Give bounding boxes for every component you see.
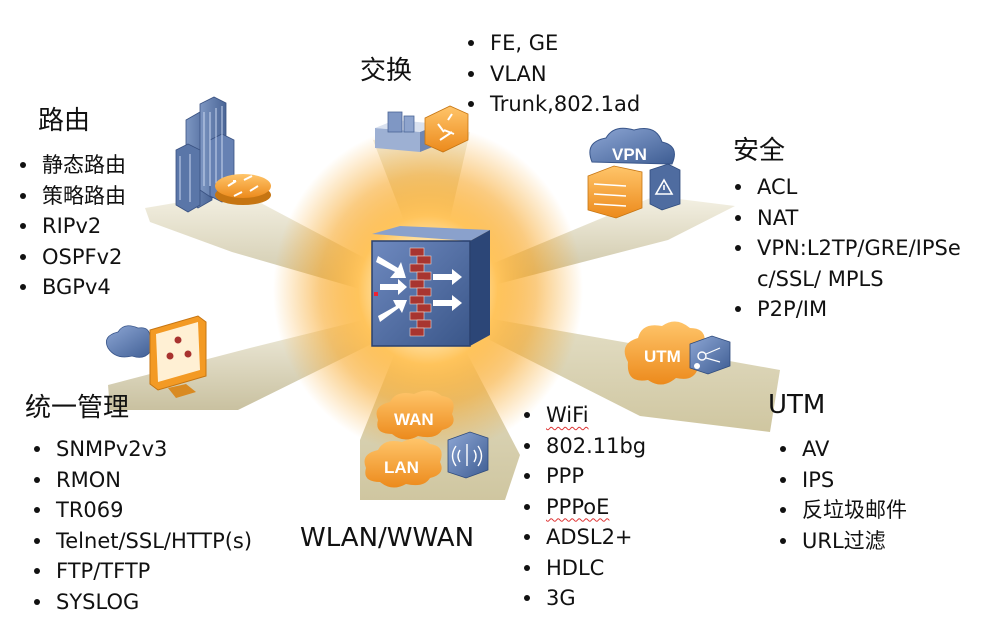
list-item: FTP/TFTP [32,556,252,587]
list-item: TR069 [32,495,252,526]
utm-icon [624,321,731,385]
list-item: VLAN [466,59,640,90]
list-item: VPN:L2TP/GRE/IPSe [733,233,961,264]
wlan-title: WLAN/WWAN [300,523,475,553]
security-list: ACL NAT VPN:L2TP/GRE/IPSe c/SSL/ MPLS P2… [733,172,961,325]
wlan-list: WiFi 802.11bg PPP PPPoE ADSL2+ HDLC 3G [522,400,646,614]
list-item-continuation: c/SSL/ MPLS [757,266,884,291]
list-item: PPPoE [522,492,646,523]
list-item: RIPv2 [18,211,126,242]
utm-title: UTM [768,390,826,420]
list-item: HDLC [522,553,646,584]
list-item: 静态路由 [18,150,126,181]
lan-cloud-label: LAN [384,458,419,477]
list-item: AV [778,434,907,465]
list-item: SNMPv2v3 [32,434,252,465]
utm-cloud-label: UTM [644,347,681,366]
list-item: SYSLOG [32,587,252,618]
list-item: Telnet/SSL/HTTP(s) [32,526,252,557]
management-title: 统一管理 [25,393,130,423]
list-item: IPS [778,465,907,496]
list-item: 3G [522,583,646,614]
switching-title: 交换 [360,56,413,86]
list-item: Trunk,802.1ad [466,89,640,120]
list-item-text: WiFi [546,403,589,427]
list-item: BGPv4 [18,272,126,303]
list-item: P2P/IM [733,294,961,325]
monitor-management-icon [105,315,207,398]
wan-cloud-label: WAN [394,410,434,429]
vpn-cloud-label: VPN [612,145,647,164]
list-item: 802.11bg [522,431,646,462]
list-item: OSPFv2 [18,242,126,273]
list-item: ADSL2+ [522,522,646,553]
switching-list: FE, GE VLAN Trunk,802.1ad [466,28,640,120]
security-title: 安全 [733,136,786,166]
list-item: NAT [733,203,961,234]
utm-list: AV IPS 反垃圾邮件 URL过滤 [778,434,907,556]
firewall-router-icon [371,226,490,347]
list-item: RMON [32,465,252,496]
list-item: PPP [522,461,646,492]
list-item-text: PPPoE [546,494,610,519]
switch-icon [375,105,469,153]
management-list: SNMPv2v3 RMON TR069 Telnet/SSL/HTTP(s) F… [32,434,252,617]
routing-list: 静态路由 策略路由 RIPv2 OSPFv2 BGPv4 [18,150,126,303]
routing-title: 路由 [38,106,91,136]
list-item: 策略路由 [18,181,126,212]
wlan-icon [364,390,489,488]
list-item: WiFi [522,400,646,431]
vpn-security-icon [587,127,681,219]
building-router-icon [175,96,271,213]
list-item: ACL [733,172,961,203]
list-item: 反垃圾邮件 [778,495,907,526]
list-item: FE, GE [466,28,640,59]
list-item: URL过滤 [778,526,907,557]
